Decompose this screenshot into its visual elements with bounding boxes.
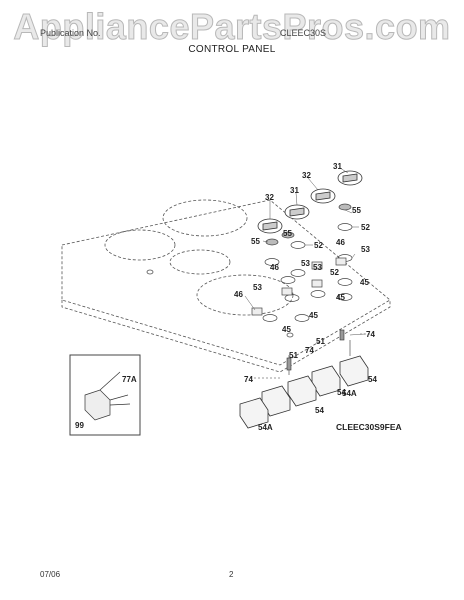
header-model: CLEEC30S [280,28,327,38]
label-53: 53 [361,245,370,254]
label-55: 55 [251,237,260,246]
label-52: 52 [314,241,323,250]
label-54: 54 [337,388,346,397]
label-54: 54 [368,375,377,384]
label-45: 45 [282,325,291,334]
burner-rear-right [162,199,248,237]
inset-part [84,389,111,421]
label-55: 55 [283,229,292,238]
footer-page: 2 [229,570,234,579]
header-publication: Publication No. [40,28,101,38]
model-number: CLEEC30S9FEA [336,422,402,432]
label-46: 46 [234,290,243,299]
switch-1 [339,355,369,387]
label-53: 53 [301,259,310,268]
label-53: 53 [253,283,262,292]
label-52: 52 [330,268,339,277]
label-51: 51 [289,351,298,360]
switch-5 [239,397,269,429]
label-45: 45 [360,278,369,287]
label-54A: 54A [258,423,273,432]
cooktop-outline [61,199,391,366]
label-99: 99 [75,421,84,430]
label-46: 46 [270,263,279,272]
label-54: 54 [315,406,324,415]
label-74: 74 [366,330,375,339]
label-52: 52 [361,223,370,232]
burner-front-right [196,274,294,316]
label-31: 31 [333,162,342,171]
burner-front-left [169,249,231,275]
page-title: CONTROL PANEL [188,44,276,55]
label-32: 32 [302,171,311,180]
label-77A: 77A [122,375,137,384]
label-46: 46 [336,238,345,247]
label-53: 53 [313,263,322,272]
label-51: 51 [316,337,325,346]
label-74: 74 [244,375,253,384]
footer-date: 07/06 [40,570,61,579]
label-74: 74 [305,346,314,355]
burner-rear-left [104,229,176,261]
switch-3 [287,375,317,407]
label-55: 55 [352,206,361,215]
inset-box [69,354,141,436]
watermark: AppliancePartsPros.com [13,6,451,48]
label-45: 45 [309,311,318,320]
label-54A: 54A [342,389,357,398]
label-45: 45 [336,293,345,302]
label-32: 32 [265,193,274,202]
label-31: 31 [290,186,299,195]
